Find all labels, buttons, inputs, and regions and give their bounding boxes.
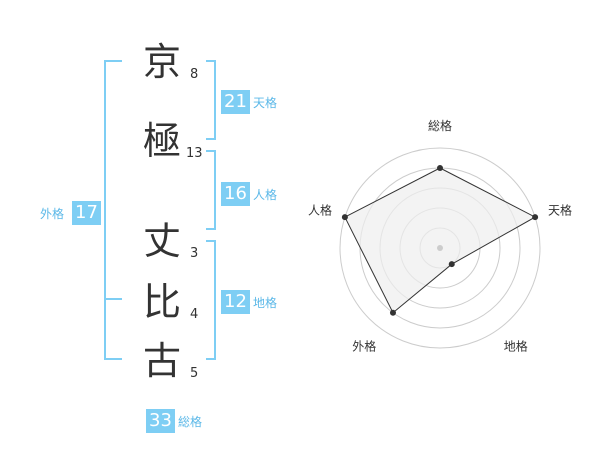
radar-axis-label: 地格 (504, 339, 528, 354)
stroke-count-5: 5 (190, 366, 199, 381)
tenkaku-bracket-bottom (206, 138, 216, 140)
radar-axis-label: 外格 (352, 339, 376, 354)
gaikaku-label: 外格 (40, 207, 65, 221)
radar-center-dot (437, 245, 443, 251)
name-char-3: 丈 (142, 219, 181, 263)
name-char-1: 京 (142, 40, 181, 84)
radar-point (532, 214, 539, 221)
jinkaku-bracket-bottom (206, 228, 216, 230)
name-char-4: 比 (142, 280, 181, 324)
tenkaku-bracket-line (214, 60, 216, 140)
gaikaku-bracket-bottom (104, 358, 122, 360)
stroke-count-1: 8 (190, 67, 199, 82)
chikaku-bracket-top (206, 240, 216, 242)
chikaku-bracket-bottom (206, 358, 216, 360)
radar-axis-label: 総格 (428, 118, 452, 133)
radar-ring (339, 147, 541, 349)
gaikaku-bracket-line (104, 60, 106, 360)
jinkaku-label: 人格 (253, 188, 278, 202)
stroke-count-4: 4 (190, 307, 199, 322)
chikaku-value-badge: 12 (221, 290, 250, 314)
radar-axis-label: 天格 (548, 202, 572, 217)
gaikaku-value-badge: 17 (72, 201, 101, 225)
jinkaku-bracket-top (206, 150, 216, 152)
jinkaku-bracket-line (214, 150, 216, 230)
gaikaku-bracket-mid (104, 298, 122, 300)
stroke-count-3: 3 (190, 246, 199, 261)
tenkaku-value-badge: 21 (221, 90, 250, 114)
radar-point (448, 261, 455, 268)
jinkaku-value-badge: 16 (221, 182, 250, 206)
radar-point (389, 309, 396, 316)
soukaku-value-badge: 33 (146, 409, 175, 433)
chikaku-label: 地格 (253, 296, 278, 310)
radar-axis-label: 人格 (308, 202, 332, 217)
tenkaku-label: 天格 (253, 96, 278, 110)
chikaku-bracket-line (214, 240, 216, 360)
stroke-count-2: 13 (186, 146, 203, 161)
tenkaku-bracket-top (206, 60, 216, 62)
gaikaku-bracket-top (104, 60, 122, 62)
radar-point (437, 165, 443, 171)
radar-point (341, 214, 348, 221)
soukaku-label: 総格 (178, 415, 203, 429)
radar-area (344, 167, 537, 314)
name-char-5: 古 (142, 339, 181, 383)
name-char-2: 極 (142, 119, 181, 163)
